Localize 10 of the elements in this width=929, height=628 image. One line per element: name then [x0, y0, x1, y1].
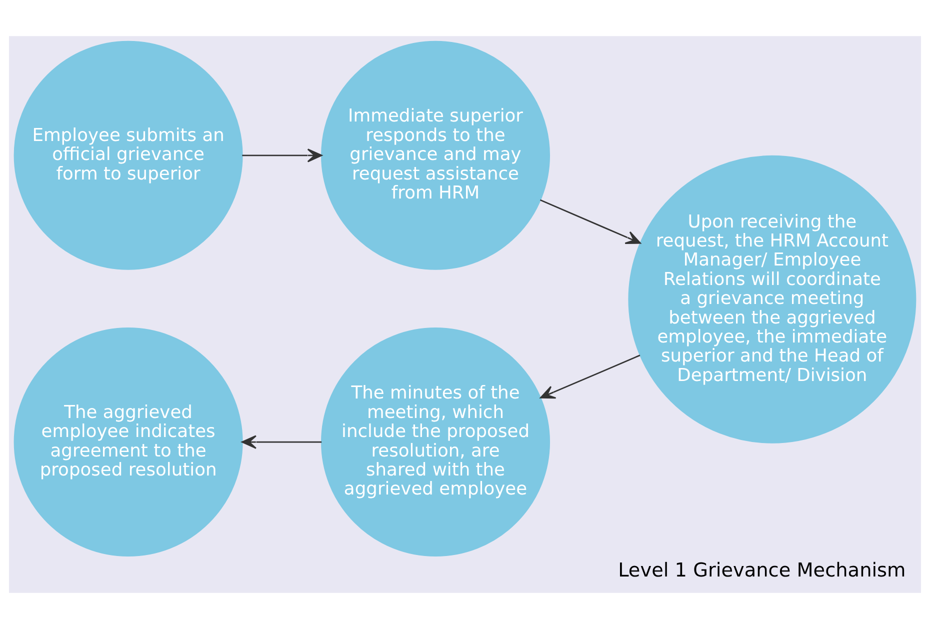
arrow	[540, 198, 640, 244]
node-circle: Employee submits an official grievance form to superior	[13, 40, 242, 270]
node-circle: Upon receiving the request, the HRM Account Manager/ Employee Relations will coordinate a grievance meeting between the aggrieved employee, the immediate superior and the Head of Department/ Division	[628, 154, 916, 443]
node-circle: The aggrieved employee indicates agreement to the proposed resolution	[13, 327, 242, 556]
node-circle: Immediate superior responds to the grievance and may request assistance from HRM	[320, 40, 550, 270]
arrow	[242, 148, 322, 162]
arrow	[241, 434, 322, 448]
arrow	[540, 354, 640, 398]
caption: Level 1 Grievance Mechanism	[618, 558, 906, 582]
node-circle: The minutes of the meeting, which include the proposed resolution, are shared with the aggrieved employee	[320, 327, 550, 556]
